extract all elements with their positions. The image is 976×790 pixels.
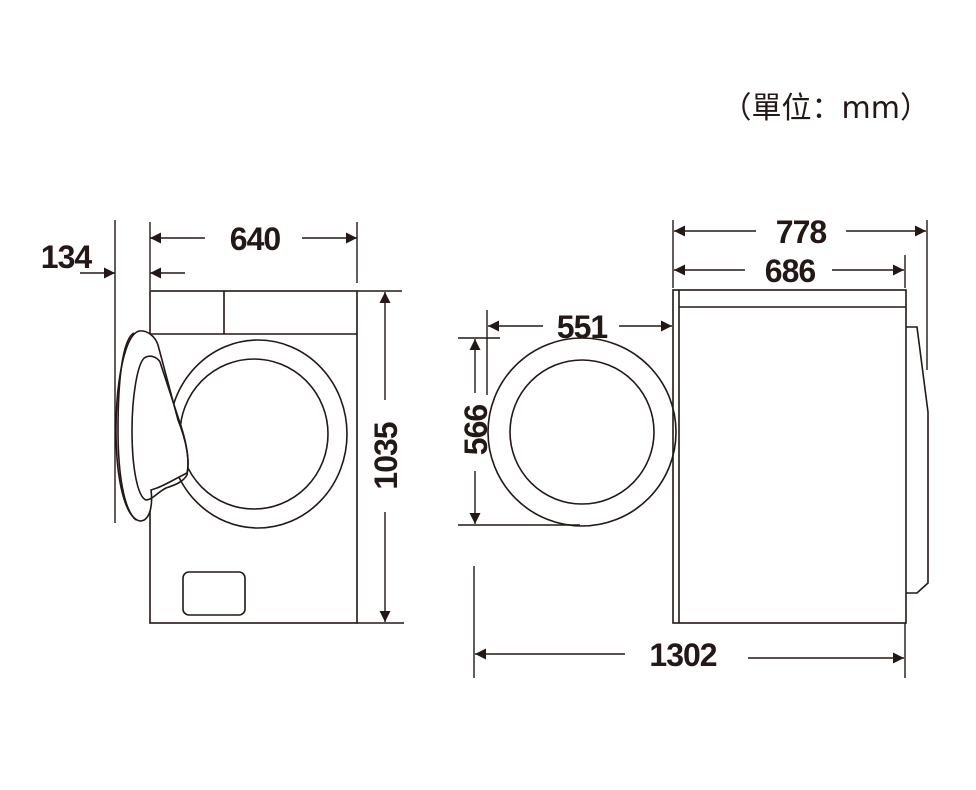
rear-protrusion <box>906 326 929 594</box>
dimension-551: 551 <box>557 309 608 345</box>
dimension-686: 686 <box>765 253 816 289</box>
unit-label: （單位：mm） <box>722 91 930 126</box>
side-view: 551 566 778 686 1302 <box>458 214 929 678</box>
dimension-1302: 1302 <box>649 637 716 673</box>
open-door-inner <box>509 359 655 505</box>
open-door <box>115 330 189 522</box>
dimension-566: 566 <box>458 405 494 456</box>
door-rim-outer <box>168 339 348 529</box>
door-glass <box>131 355 189 501</box>
dimension-640: 640 <box>230 221 281 257</box>
dimension-778: 778 <box>776 214 827 250</box>
side-body <box>672 289 907 624</box>
door-edge <box>117 332 137 521</box>
filter-cover <box>182 571 246 616</box>
open-door-outer <box>487 337 677 527</box>
dimension-1035: 1035 <box>368 422 404 489</box>
dimension-134: 134 <box>41 239 93 275</box>
front-view: 134 640 1035 <box>41 220 404 624</box>
door-rim-inner <box>179 358 329 510</box>
